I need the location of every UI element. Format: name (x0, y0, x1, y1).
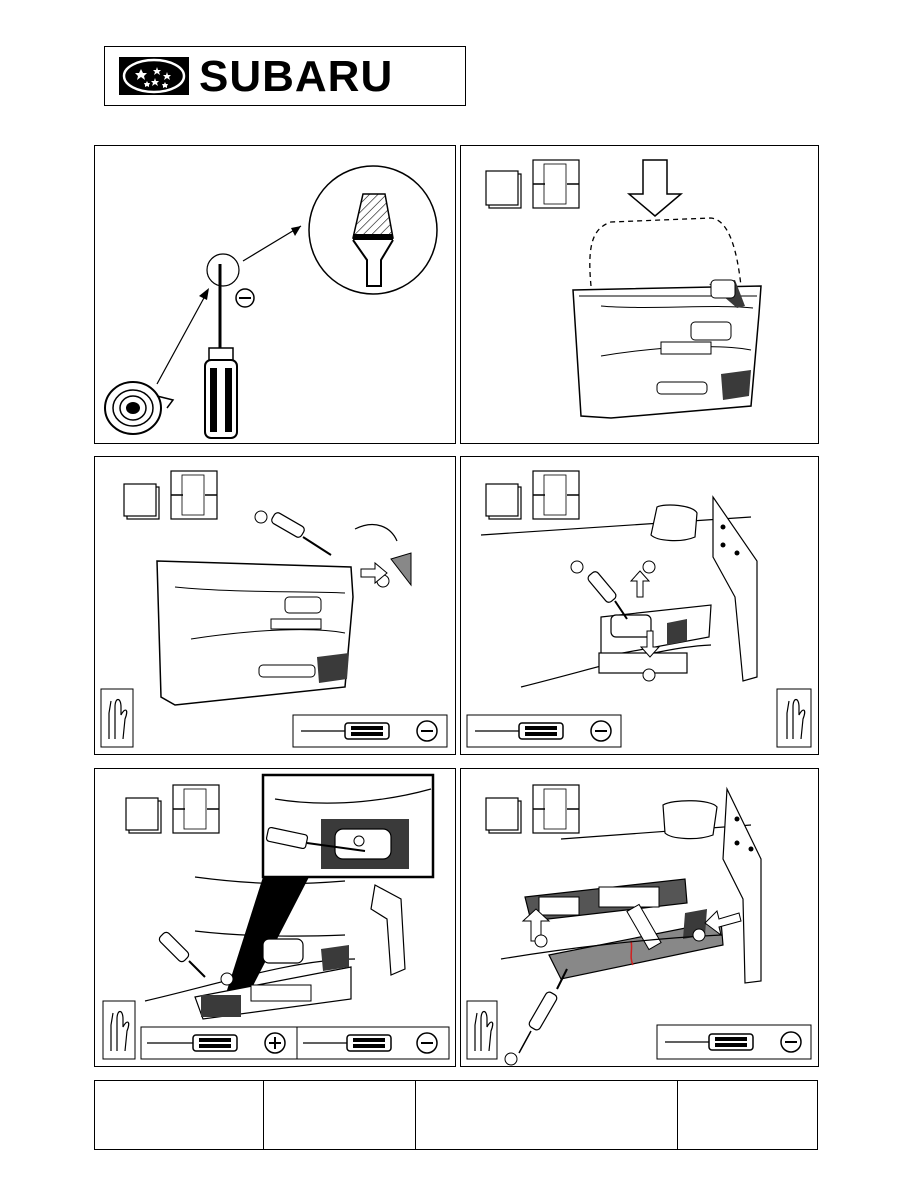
tool-legend-flat (466, 714, 622, 748)
panel-remove-mirror-cover (94, 456, 456, 755)
footer-cell (264, 1081, 416, 1149)
panel-lower-window (460, 145, 819, 444)
door-symbol-icon (125, 784, 220, 834)
footer-cell (416, 1081, 678, 1149)
inset-detail (261, 773, 435, 879)
panel-tools (94, 145, 456, 444)
panel-remove-handle-cover (460, 456, 819, 755)
flat-screwdriver-icon (271, 512, 332, 556)
tool-legend-phillips (140, 1026, 298, 1060)
flat-screwdriver-icon (518, 968, 568, 1054)
panel-remove-switch-panel (460, 768, 819, 1067)
minus-icon (235, 288, 255, 308)
panel-remove-screw (94, 768, 456, 1067)
footer-cell (678, 1081, 817, 1149)
flat-screwdriver-icon (204, 264, 238, 439)
door-symbol-icon (485, 159, 580, 209)
screwdriver-tip-detail (308, 165, 438, 295)
door-symbol-icon (123, 470, 218, 520)
subaru-wordmark: SUBARU (199, 52, 394, 101)
hand-icon (776, 688, 812, 748)
tape-roll-icon (104, 381, 175, 435)
door-symbol-icon (485, 470, 580, 520)
door-panel-illustration (572, 279, 762, 419)
door-symbol-icon (485, 784, 580, 834)
subaru-emblem-icon (119, 57, 189, 95)
tool-legend-flat (656, 1024, 812, 1060)
subaru-logo: SUBARU (104, 46, 466, 106)
footer-table (94, 1080, 818, 1150)
hand-icon (100, 688, 134, 748)
hand-icon (102, 1000, 136, 1060)
phillips-screwdriver-icon (158, 931, 206, 978)
footer-cell (95, 1081, 264, 1149)
tool-legend-flat (296, 1026, 450, 1060)
door-panel-illustration (156, 560, 354, 706)
hand-icon (466, 1000, 498, 1060)
flat-screwdriver-icon (587, 571, 628, 620)
tool-legend-flat (292, 714, 448, 748)
